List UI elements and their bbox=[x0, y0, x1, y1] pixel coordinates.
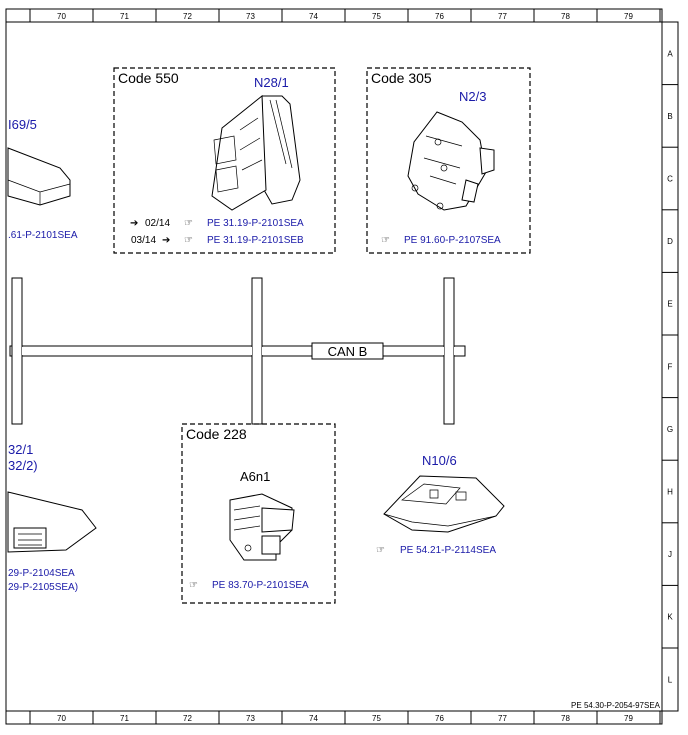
n2-3-ref[interactable]: PE 91.60-P-2107SEA bbox=[404, 235, 501, 246]
n28-1-row2-date: 03/14 bbox=[131, 235, 156, 246]
column-label-79: 79 bbox=[624, 714, 633, 723]
code-305-box[interactable]: Code 305 N2/3 ☞ PE 91.60-P-2107SEA bbox=[366, 67, 531, 254]
column-label-79: 79 bbox=[624, 12, 633, 21]
left-bottom-ref-2: 29-P-2105SEA) bbox=[8, 582, 78, 593]
row-label-D: D bbox=[667, 237, 673, 246]
top-column-strip: 70 71 72 73 74 75 76 77 78 79 bbox=[5, 8, 663, 23]
column-label-70: 70 bbox=[57, 714, 66, 723]
row-label-A: A bbox=[667, 49, 673, 58]
column-label-74: 74 bbox=[309, 12, 318, 21]
code-550-label: Code 550 bbox=[118, 70, 179, 86]
pointing-hand-icon: ☞ bbox=[376, 545, 385, 556]
pointing-hand-icon: ☞ bbox=[381, 235, 390, 246]
pointing-hand-icon: ☞ bbox=[189, 580, 198, 591]
left-partial-top[interactable]: I69/5 .61-P-2101SEA bbox=[7, 117, 78, 241]
diagram-frame bbox=[5, 8, 663, 712]
n28-1-row1-ref[interactable]: PE 31.19-P-2101SEA bbox=[207, 218, 304, 229]
n10-6-module-icon bbox=[383, 475, 505, 533]
n10-6-ref[interactable]: PE 54.21-P-2114SEA bbox=[400, 545, 496, 556]
column-label-77: 77 bbox=[498, 12, 507, 21]
bottom-column-strip: 70 71 72 73 74 75 76 77 78 79 bbox=[5, 710, 663, 725]
n28-1-row2-ref[interactable]: PE 31.19-P-2101SEB bbox=[207, 235, 304, 246]
pointing-hand-icon: ☞ bbox=[184, 218, 193, 229]
column-label-74: 74 bbox=[309, 714, 318, 723]
column-label-75: 75 bbox=[372, 714, 381, 723]
code-305-label: Code 305 bbox=[371, 70, 432, 86]
column-label-78: 78 bbox=[561, 12, 570, 21]
left-bottom-code-2: 32/2) bbox=[8, 458, 38, 473]
left-partial-bottom[interactable]: 32/1 32/2) 29-P-2104SEA 29-P-2105SEA) bbox=[7, 442, 97, 593]
row-label-F: F bbox=[668, 362, 673, 371]
row-label-C: C bbox=[667, 175, 673, 184]
n2-3-label: N2/3 bbox=[459, 89, 486, 104]
row-label-K: K bbox=[667, 613, 673, 622]
n2-3-module-icon bbox=[407, 111, 495, 211]
pointing-hand-icon: ☞ bbox=[184, 235, 193, 246]
left-top-module-icon bbox=[7, 147, 71, 206]
row-label-J: J bbox=[668, 550, 672, 559]
a6n1-ref[interactable]: PE 83.70-P-2101SEA bbox=[212, 580, 309, 591]
can-b-label-box: CAN B bbox=[311, 342, 384, 360]
code-228-label: Code 228 bbox=[186, 426, 247, 442]
left-top-code: I69/5 bbox=[8, 117, 37, 132]
column-label-78: 78 bbox=[561, 714, 570, 723]
column-label-71: 71 bbox=[120, 12, 129, 21]
n10-6-label: N10/6 bbox=[422, 453, 457, 468]
column-label-76: 76 bbox=[435, 12, 444, 21]
right-row-strip: A B C D E F G H J K L bbox=[661, 21, 679, 712]
column-label-73: 73 bbox=[246, 714, 255, 723]
can-b-bus[interactable] bbox=[9, 277, 466, 425]
row-label-G: G bbox=[667, 425, 673, 434]
n28-1-module-icon bbox=[211, 94, 301, 211]
column-label-71: 71 bbox=[120, 714, 129, 723]
row-label-H: H bbox=[667, 488, 673, 497]
a6n1-module-icon bbox=[229, 493, 295, 561]
n28-1-label: N28/1 bbox=[254, 75, 289, 90]
left-bottom-ref-1: 29-P-2104SEA bbox=[8, 568, 75, 579]
left-top-ref: .61-P-2101SEA bbox=[8, 230, 78, 241]
column-label-75: 75 bbox=[372, 12, 381, 21]
column-label-72: 72 bbox=[183, 714, 192, 723]
footer-reference: PE 54.30-P-2054-97SEA bbox=[571, 701, 661, 710]
column-label-70: 70 bbox=[57, 12, 66, 21]
arrow-right-icon: ➔ bbox=[162, 235, 170, 246]
column-label-72: 72 bbox=[183, 12, 192, 21]
row-label-L: L bbox=[668, 675, 673, 684]
column-label-73: 73 bbox=[246, 12, 255, 21]
left-bottom-code-1: 32/1 bbox=[8, 442, 33, 457]
column-label-76: 76 bbox=[435, 714, 444, 723]
n28-1-row1-date: 02/14 bbox=[145, 218, 170, 229]
a6n1-label: A6n1 bbox=[240, 469, 270, 484]
code-228-box[interactable]: Code 228 A6n1 ☞ PE 83.70-P-2101SEA bbox=[181, 423, 336, 604]
code-550-box[interactable]: Code 550 N28/1 ➔ 02/14 ☞ PE 31.19-P-2101… bbox=[113, 67, 336, 254]
arrow-right-icon: ➔ bbox=[130, 218, 138, 229]
row-label-B: B bbox=[667, 112, 672, 121]
column-label-77: 77 bbox=[498, 714, 507, 723]
n10-6-component[interactable]: N10/6 ☞ PE 54.21-P-2114SEA bbox=[376, 453, 505, 556]
row-label-E: E bbox=[667, 300, 672, 309]
can-b-label: CAN B bbox=[328, 344, 368, 359]
